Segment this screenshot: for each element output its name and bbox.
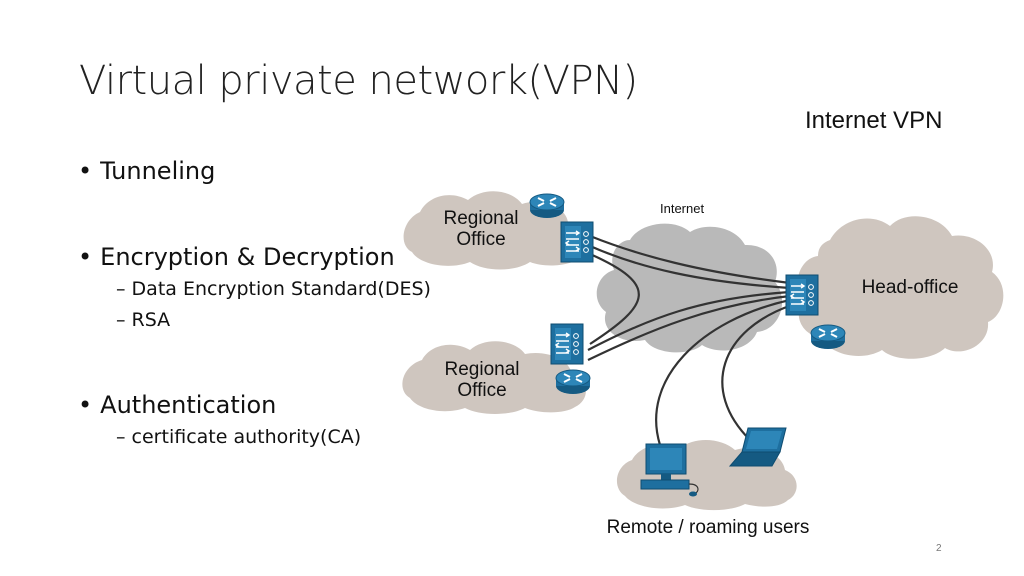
tunnel-remote-desktop — [655, 298, 791, 446]
sub-bullet-des: Data Encryption Standard(DES) — [78, 274, 458, 305]
regional-office-2-cloud — [402, 341, 586, 414]
head-office-firewall-icon — [785, 274, 819, 316]
regional-office-1-label-line2: Office — [456, 229, 505, 250]
internet-label: Internet — [660, 201, 704, 216]
tunnel-regional-1-a — [589, 234, 791, 285]
slide-number: 2 — [936, 543, 942, 554]
head-office-label: Head-office — [862, 277, 959, 298]
regional-office-2-label-line2: Office — [457, 380, 506, 401]
sub-bullet-ca: certificate authority(CA) — [78, 422, 458, 453]
bullet-encryption: Encryption & Decryption — [78, 240, 458, 274]
tunnel-regional-2-b — [587, 294, 791, 361]
tunnel-regional-1-c — [589, 252, 640, 345]
slide-title: Virtual private network(VPN) — [79, 58, 638, 104]
vpn-tunnels — [587, 234, 793, 446]
tunnel-regional-1-b — [589, 244, 791, 290]
regional-office-1-firewall-icon — [560, 221, 594, 263]
remote-users-label: Remote / roaming users — [607, 517, 810, 538]
regional-office-1-label-line1: Regional — [444, 208, 519, 229]
sub-bullet-rsa: RSA — [78, 305, 458, 336]
regional-office-1-router-icon — [529, 193, 565, 219]
bullet-authentication: Authentication — [78, 388, 458, 422]
head-office-cloud — [797, 216, 1004, 359]
desktop-computer-icon — [640, 443, 699, 497]
regional-office-2-router-icon — [555, 369, 591, 395]
bullet-tunneling: Tunneling — [78, 154, 458, 188]
regional-office-2-label-line1: Regional — [445, 359, 520, 380]
tunnel-remote-laptop — [721, 303, 793, 441]
internet-cloud — [596, 223, 783, 353]
tunnel-regional-2-a — [587, 290, 791, 351]
regional-office-2-firewall-icon — [550, 323, 584, 365]
head-office-router-icon — [810, 324, 846, 350]
laptop-icon — [728, 427, 787, 467]
bullet-list: Tunneling Encryption & Decryption Data E… — [78, 154, 458, 453]
diagram-heading: Internet VPN — [805, 107, 942, 134]
